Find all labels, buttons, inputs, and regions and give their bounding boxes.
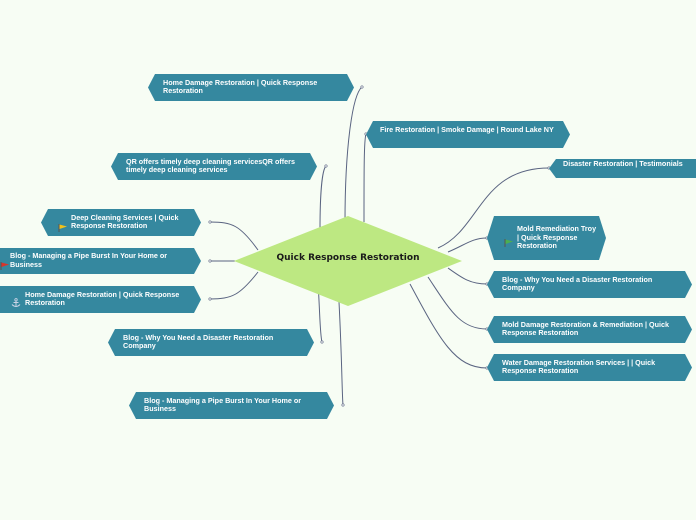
connector-line [427, 276, 488, 330]
connector-anchor [341, 403, 345, 407]
topic-node-shape[interactable] [549, 159, 696, 178]
connector-anchor [208, 220, 212, 224]
topic-node-shape[interactable] [129, 392, 334, 419]
topic-node-shape[interactable] [487, 216, 606, 260]
topic-node-label[interactable]: Fire Restoration | Smoke Damage | Round … [380, 124, 554, 134]
topic-node-shape[interactable] [487, 316, 692, 343]
central-topic-label[interactable]: Quick Response Restoration [276, 253, 420, 263]
topic-node-label[interactable]: Disaster Restoration | Testimonials [563, 158, 683, 168]
topic-node-label[interactable]: Mold Remediation Troy | Quick Response R… [517, 224, 597, 251]
connector-anchor [360, 85, 364, 89]
topic-node-label[interactable]: Deep Cleaning Services | Quick Response … [71, 212, 179, 231]
connector-anchor [208, 259, 212, 263]
connector-line [338, 301, 344, 406]
topic-node-shape[interactable] [487, 271, 692, 298]
topic-node-label[interactable]: QR offers timely deep cleaning servicesQ… [126, 156, 295, 175]
topic-node-label[interactable]: Water Damage Restoration Services | | Qu… [502, 357, 656, 376]
topic-node-label[interactable]: Blog - Managing a Pipe Burst In Your Hom… [10, 251, 168, 269]
topic-node-label[interactable]: Blog - Why You Need a Disaster Restorati… [502, 274, 653, 293]
flag-icon [504, 234, 514, 252]
connector-line [409, 283, 488, 369]
topic-node-shape[interactable] [148, 74, 354, 101]
topic-node-label[interactable]: Mold Damage Restoration & Remediation | … [502, 319, 669, 338]
topic-node-label[interactable]: Blog - Why You Need a Disaster Restorati… [123, 332, 274, 351]
connector-line [209, 271, 259, 300]
topic-node-label[interactable]: Blog - Managing a Pipe Burst In Your Hom… [144, 395, 302, 414]
anchor-icon [11, 295, 21, 313]
connector-line [319, 165, 327, 231]
connector-line [447, 237, 488, 253]
connector-anchor [324, 164, 328, 168]
topic-node-shape[interactable] [111, 153, 317, 180]
topic-node-shape[interactable] [0, 248, 201, 274]
connector-anchor [208, 297, 212, 301]
topic-node-label[interactable]: Home Damage Restoration | Quick Response… [25, 289, 180, 308]
topic-node-label[interactable]: Home Damage Restoration | Quick Response… [163, 77, 318, 96]
flag-icon [58, 219, 68, 237]
connector-line [344, 86, 363, 223]
connector-anchor [320, 340, 324, 344]
topic-node-shape[interactable] [366, 121, 570, 148]
topic-node-shape[interactable] [487, 354, 692, 381]
topic-node-shape[interactable] [108, 329, 314, 356]
node-shapes [0, 74, 696, 419]
flag-icon [0, 257, 10, 275]
central-topic-shape[interactable] [234, 216, 462, 306]
connector-line [437, 167, 550, 249]
connector-line [363, 133, 367, 223]
topic-node-shape[interactable] [41, 209, 201, 236]
connector-lines [208, 85, 551, 407]
topic-node-shape[interactable] [0, 286, 201, 313]
connector-line [447, 267, 488, 285]
connector-line [209, 221, 259, 251]
